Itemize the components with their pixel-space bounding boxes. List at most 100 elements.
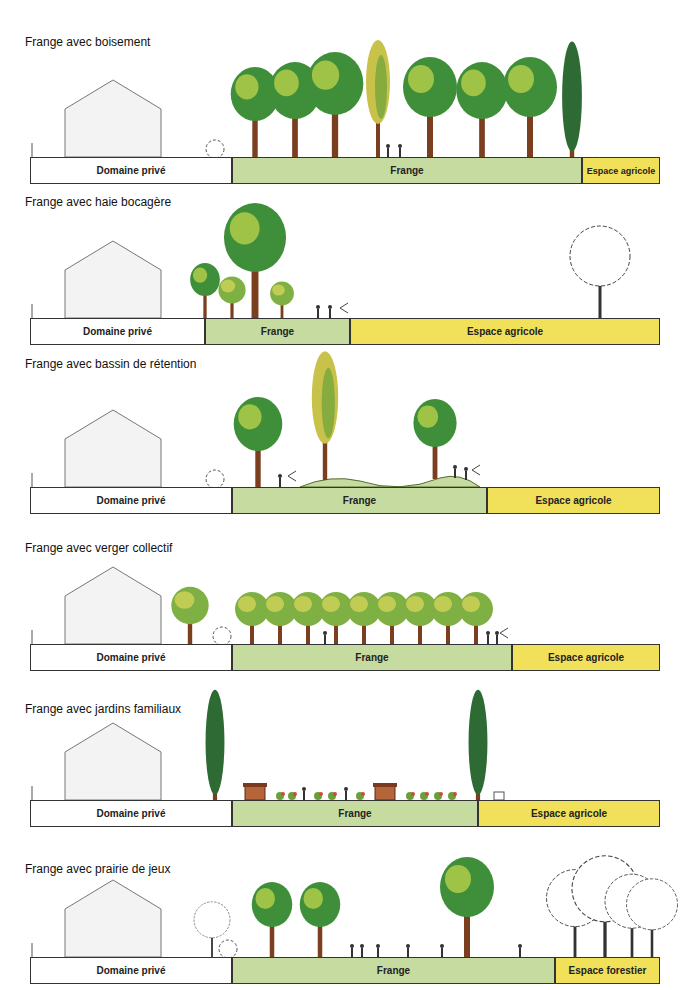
land-band: Espace forestier <box>555 957 660 984</box>
fence <box>32 304 33 318</box>
person <box>386 144 390 157</box>
band-label: Domaine privé <box>83 326 152 337</box>
fringe-band: Frange <box>232 157 582 184</box>
person <box>350 944 354 957</box>
orchard-tree <box>319 592 353 644</box>
band-label: Espace agricole <box>467 326 543 337</box>
orchard-tree <box>403 592 437 644</box>
band-label: Frange <box>261 326 294 337</box>
person <box>486 631 490 644</box>
band-label: Espace agricole <box>531 808 607 819</box>
fringe-band: Frange <box>232 487 487 514</box>
tree <box>503 57 557 157</box>
land-band: Espace agricole <box>512 644 660 671</box>
fringe-band: Frange <box>232 644 512 671</box>
hedge-bush <box>270 282 294 318</box>
band-label: Espace agricole <box>535 495 611 506</box>
land-band: Espace agricole <box>478 800 660 827</box>
plant <box>328 792 337 800</box>
band-label: Frange <box>390 165 423 176</box>
person <box>316 305 320 318</box>
land-band: Espace agricole <box>487 487 660 514</box>
band-label: Domaine privé <box>97 495 166 506</box>
band-label: Domaine privé <box>97 652 166 663</box>
band-label: Espace agricole <box>548 652 624 663</box>
bush <box>213 627 231 645</box>
orchard-tree <box>431 592 465 644</box>
viewpoint-symbol <box>288 471 296 481</box>
band-label: Domaine privé <box>97 965 166 976</box>
band-label: Domaine privé <box>97 165 166 176</box>
person <box>302 787 306 800</box>
private-band: Domaine privé <box>30 957 232 984</box>
person <box>453 465 457 478</box>
band-label: Frange <box>377 965 410 976</box>
orchard-tree <box>235 592 269 644</box>
hedge-bush <box>218 276 245 318</box>
private-band: Domaine privé <box>30 318 205 345</box>
fence <box>32 143 33 157</box>
plant <box>420 792 429 800</box>
fence <box>32 786 33 800</box>
person <box>518 944 522 957</box>
cypress <box>206 690 225 800</box>
fringe-band: Frange <box>232 800 478 827</box>
garden-tree <box>171 587 208 644</box>
person <box>344 787 348 800</box>
band-label: Frange <box>355 652 388 663</box>
private-band: Domaine privé <box>30 157 232 184</box>
viewpoint-symbol <box>500 628 508 638</box>
bush <box>206 140 224 158</box>
band-label: Domaine privé <box>97 808 166 819</box>
tree <box>307 52 364 157</box>
person <box>406 944 410 957</box>
private-band: Domaine privé <box>30 487 232 514</box>
house <box>65 880 161 957</box>
cypress <box>469 690 488 800</box>
tree <box>403 57 457 157</box>
garden-shed <box>373 783 397 800</box>
fence <box>32 630 33 644</box>
band-label: Espace agricole <box>587 166 656 176</box>
person <box>376 944 380 957</box>
bench <box>494 792 504 800</box>
row-illustration <box>32 40 596 161</box>
bush <box>219 940 237 958</box>
viewpoint-symbol <box>340 303 348 313</box>
plant <box>448 792 457 800</box>
private-band: Domaine privé <box>30 800 232 827</box>
plant <box>314 792 323 800</box>
tree <box>234 397 283 487</box>
tree <box>456 62 507 157</box>
person <box>360 944 364 957</box>
private-band: Domaine privé <box>30 644 232 671</box>
person <box>495 631 499 644</box>
section-title: Frange avec haie bocagère <box>25 195 171 209</box>
plant <box>288 792 297 800</box>
row-illustration <box>32 567 526 648</box>
viewpoint-symbol <box>472 465 480 475</box>
land-band: Espace agricole <box>350 318 660 345</box>
plant <box>356 792 365 800</box>
bush <box>206 470 224 488</box>
section-title: Frange avec boisement <box>25 35 150 49</box>
house <box>65 410 161 487</box>
garden-shed <box>243 783 267 800</box>
plant <box>406 792 415 800</box>
land-band: Espace agricole <box>582 157 660 184</box>
tree <box>252 882 293 957</box>
fringe-band: Frange <box>232 957 555 984</box>
poplar <box>366 40 390 157</box>
fence <box>32 473 33 487</box>
plant <box>276 792 285 800</box>
row-illustration <box>32 351 480 488</box>
band-label: Frange <box>343 495 376 506</box>
person <box>440 944 444 957</box>
plant <box>434 792 443 800</box>
section-title: Frange avec bassin de rétention <box>25 357 196 371</box>
tree <box>413 399 456 479</box>
orchard-tree <box>375 592 409 644</box>
orchard-tree <box>459 592 493 644</box>
house <box>65 241 161 318</box>
